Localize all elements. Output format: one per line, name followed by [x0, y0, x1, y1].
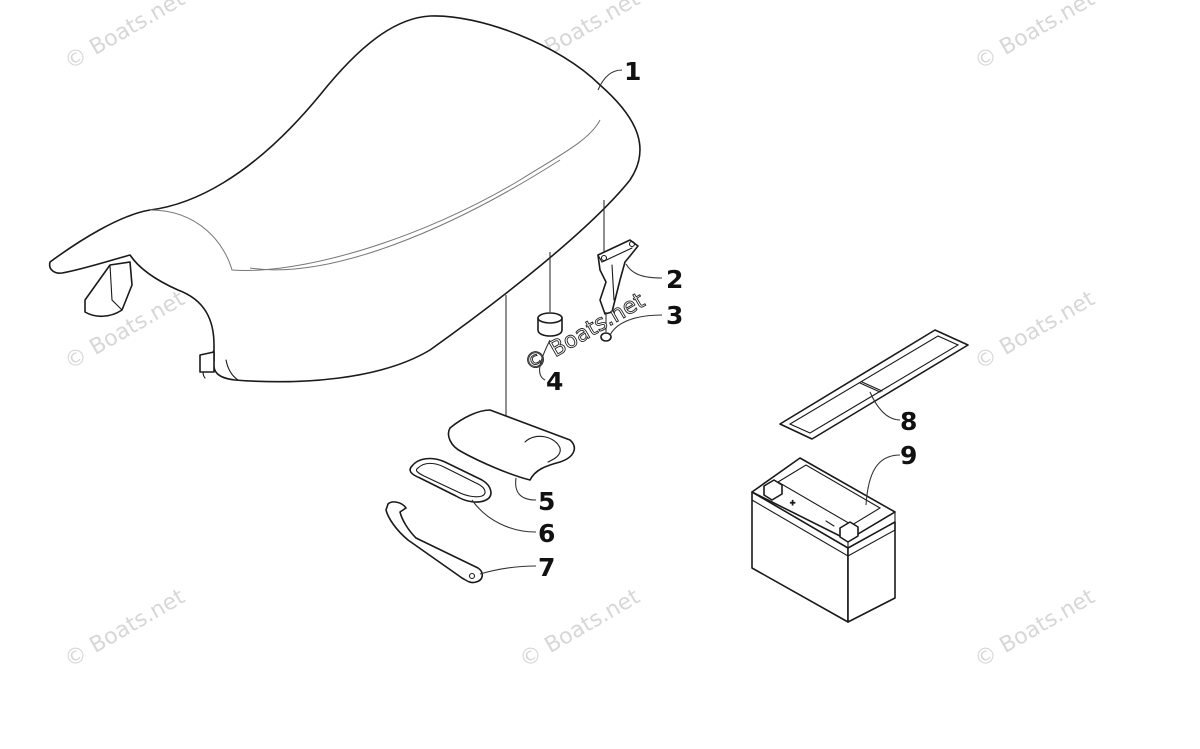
callout-8: 8 — [900, 407, 917, 436]
callout-3: 3 — [666, 301, 683, 330]
callout-7: 7 — [538, 553, 555, 582]
battery-icon: + — [751, 457, 896, 623]
callouts: 1 2 3 4 5 6 7 8 9 — [538, 57, 917, 582]
latch-bracket-icon — [597, 200, 639, 315]
callout-9: 9 — [900, 441, 917, 470]
seat-icon — [48, 15, 641, 383]
callout-4: 4 — [546, 367, 563, 396]
watermark: © Boats.net — [516, 584, 645, 673]
callout-6: 6 — [538, 519, 555, 548]
callout-5: 5 — [538, 487, 555, 516]
spanner-wrench-icon — [385, 501, 484, 584]
callout-leaders — [471, 69, 901, 575]
svg-text:+: + — [790, 498, 795, 508]
callout-2: 2 — [666, 265, 683, 294]
tool-bag-icon — [447, 295, 576, 481]
strap-icon — [409, 457, 492, 503]
watermark: © Boats.net — [61, 0, 190, 75]
watermark: © Boats.net — [971, 584, 1100, 673]
watermark: © Boats.net — [61, 584, 190, 673]
watermark: © Boats.net — [971, 0, 1100, 75]
bumper-icon — [537, 252, 563, 337]
battery-strap-icon — [779, 329, 969, 440]
watermark: © Boats.net — [971, 286, 1100, 375]
nut-icon — [600, 312, 612, 342]
callout-1: 1 — [624, 57, 641, 86]
